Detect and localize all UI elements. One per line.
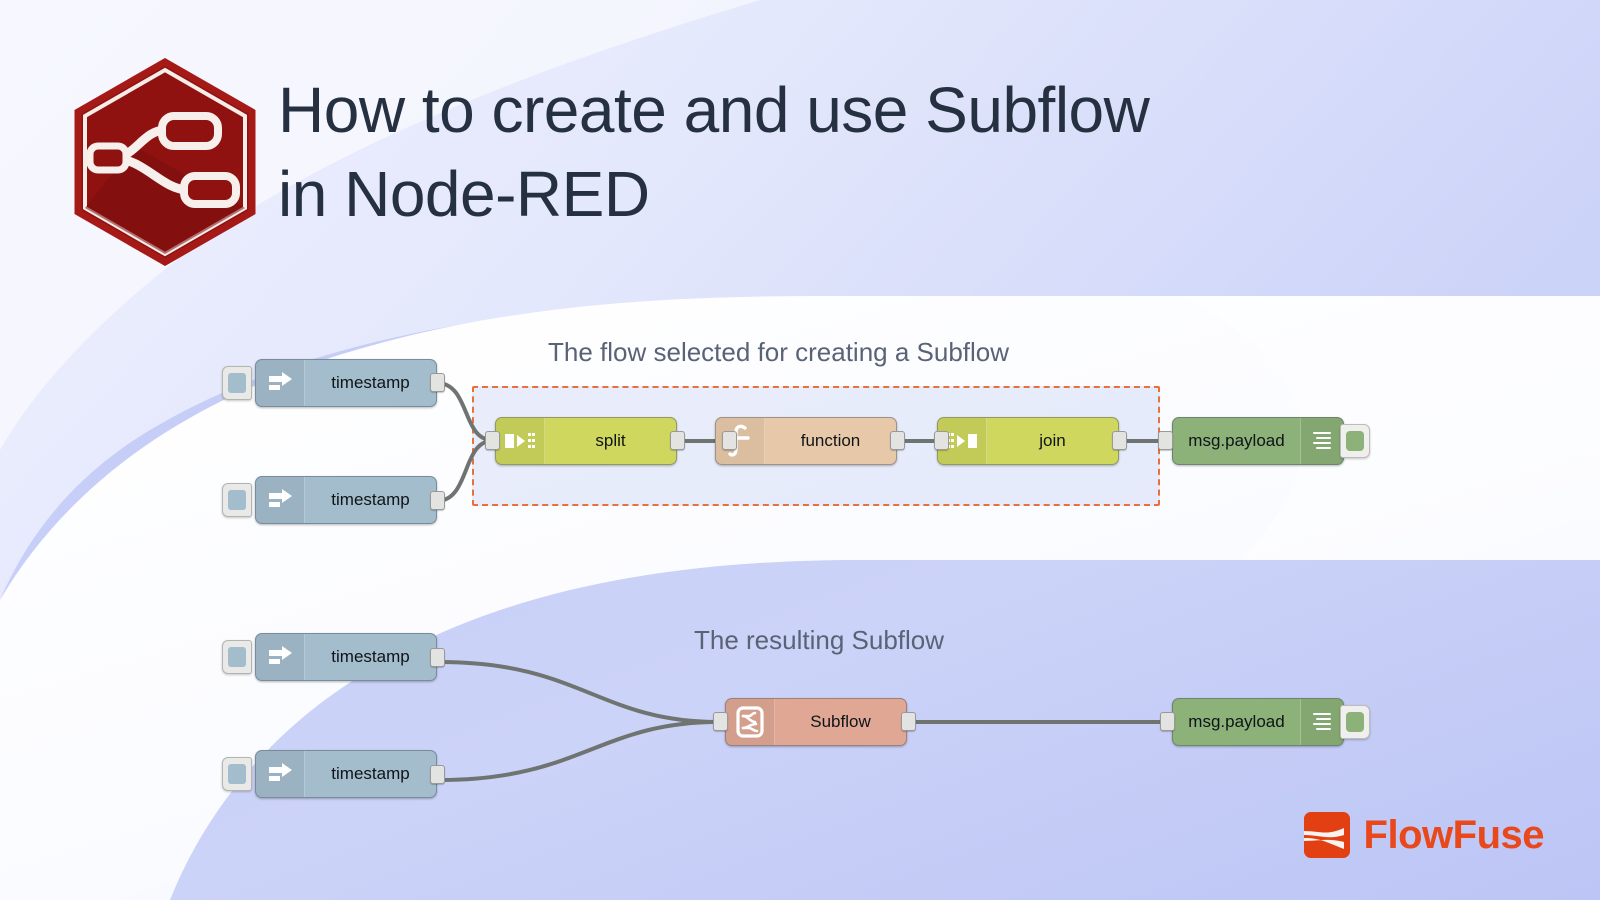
debug-toggle-1[interactable] — [1340, 424, 1370, 458]
debug-toggle-2[interactable] — [1340, 705, 1370, 739]
port-in-function[interactable] — [722, 431, 737, 450]
page-title: How to create and use Subflow in Node-RE… — [278, 68, 1398, 237]
flowfuse-wordmark: FlowFuse — [1363, 812, 1545, 857]
port-out-subflow[interactable] — [901, 712, 916, 731]
node-label: Subflow — [810, 712, 871, 731]
node-inject-1[interactable]: timestamp — [255, 359, 437, 407]
port-in-debug-2[interactable] — [1160, 712, 1175, 731]
page-title-line-2: in Node-RED — [278, 158, 650, 231]
arrow-right-icon — [256, 751, 305, 797]
subflow-icon — [726, 699, 775, 745]
node-label: timestamp — [331, 490, 410, 509]
node-debug-1[interactable]: msg.payload — [1172, 417, 1344, 465]
debug-lines-icon — [1300, 699, 1343, 745]
node-label: msg.payload — [1188, 431, 1285, 450]
arrow-right-icon — [256, 477, 305, 523]
node-red-logo-icon — [74, 57, 256, 267]
flowfuse-mark-icon — [1303, 812, 1350, 858]
port-in-join[interactable] — [934, 431, 949, 450]
port-out-inject-1[interactable] — [430, 373, 445, 392]
node-label: timestamp — [331, 373, 410, 392]
inject-button-3[interactable] — [222, 640, 252, 674]
node-label: timestamp — [331, 647, 410, 666]
port-out-function[interactable] — [890, 431, 905, 450]
port-in-split[interactable] — [485, 431, 500, 450]
node-label: msg.payload — [1188, 712, 1285, 731]
node-inject-2[interactable]: timestamp — [255, 476, 437, 524]
node-label: join — [1039, 431, 1066, 450]
arrow-right-icon — [256, 634, 305, 680]
node-debug-2[interactable]: msg.payload — [1172, 698, 1344, 746]
port-out-inject-3[interactable] — [430, 648, 445, 667]
function-f-icon — [716, 418, 765, 464]
node-label: timestamp — [331, 764, 410, 783]
port-in-debug-1[interactable] — [1158, 431, 1173, 450]
inject-button-1[interactable] — [222, 366, 252, 400]
node-split[interactable]: split — [495, 417, 677, 465]
split-icon — [496, 418, 545, 464]
port-out-inject-2[interactable] — [430, 491, 445, 510]
debug-lines-icon — [1300, 418, 1343, 464]
node-inject-3[interactable]: timestamp — [255, 633, 437, 681]
inject-button-2[interactable] — [222, 483, 252, 517]
node-subflow[interactable]: Subflow — [725, 698, 907, 746]
annotation-upper: The flow selected for creating a Subflow — [548, 337, 1010, 367]
port-out-join[interactable] — [1112, 431, 1127, 450]
node-inject-4[interactable]: timestamp — [255, 750, 437, 798]
node-label: function — [800, 431, 861, 450]
poster-header: How to create and use Subflow in Node-RE… — [0, 0, 1600, 280]
node-function[interactable]: function — [715, 417, 897, 465]
arrow-right-icon — [256, 360, 305, 406]
inject-button-4[interactable] — [222, 757, 252, 791]
flowfuse-logo[interactable]: FlowFuse — [1303, 812, 1545, 858]
port-in-subflow[interactable] — [713, 712, 728, 731]
port-out-split[interactable] — [670, 431, 685, 450]
page-title-line-1: How to create and use Subflow — [278, 74, 1150, 146]
annotation-lower: The resulting Subflow — [694, 625, 945, 655]
node-label: split — [595, 431, 626, 450]
port-out-inject-4[interactable] — [430, 765, 445, 784]
node-join[interactable]: join — [937, 417, 1119, 465]
